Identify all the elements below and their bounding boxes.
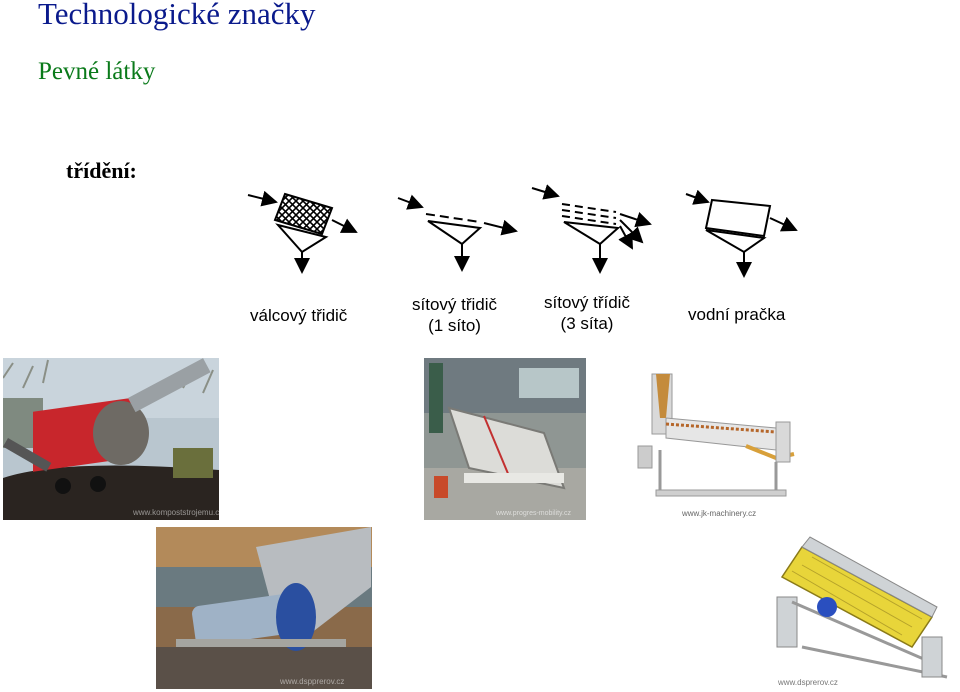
drum-screen-symbol xyxy=(247,190,358,274)
photo-watermark: www.progres-mobility.cz xyxy=(495,510,571,517)
section-label: třídění: xyxy=(66,158,137,183)
photo-watermark: www.dspprerov.cz xyxy=(279,677,344,686)
photo-watermark: www.kompoststrojemu.cz xyxy=(132,508,219,517)
caption-drum-screen: válcový třidič xyxy=(250,306,348,325)
photo-washing-machine-drawing: www.jk-machinery.cz xyxy=(626,358,804,520)
slide-title: Technologické značky xyxy=(38,0,316,31)
caption-water-washer: vodní pračka xyxy=(688,305,786,324)
caption-triple-sieve: sítový třídič (3 síta) xyxy=(544,293,630,333)
photo-vibrating-screen: www.progres-mobility.cz xyxy=(424,358,586,520)
single-sieve-screen-symbol xyxy=(397,194,518,272)
technological-symbols-diagram xyxy=(247,184,798,278)
caption-single-sieve: sítový třidič (1 síto) xyxy=(412,295,498,335)
photo-watermark: www.dsprerov.cz xyxy=(777,678,838,687)
photo-watermark: www.jk-machinery.cz xyxy=(681,509,756,518)
photo-trommel-hall: www.dspprerov.cz xyxy=(156,527,372,689)
photo-sieve-3d-model: www.dsprerov.cz xyxy=(772,527,958,689)
photo-mobile-drum-screener: www.kompoststrojemu.cz xyxy=(3,358,219,520)
triple-sieve-screen-symbol xyxy=(531,184,652,274)
slide-subtitle: Pevné látky xyxy=(38,58,156,85)
water-washer-symbol xyxy=(685,189,798,278)
